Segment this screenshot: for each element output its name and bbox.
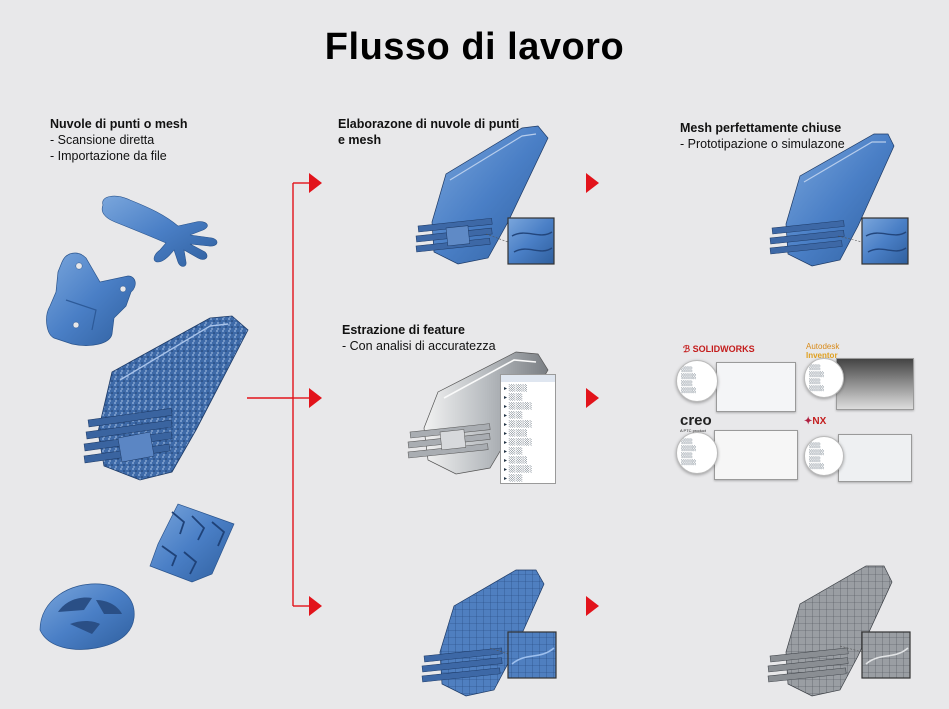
creo-logo-subtext: A PTC product	[680, 428, 707, 433]
solidworks-logo-text: SOLIDWORKS	[692, 344, 755, 354]
zoom-inset-top-middle	[507, 217, 555, 265]
inventor-screenshot	[836, 358, 914, 410]
creo-tree-zoom: ░░░░░░░░░░░░░░	[676, 432, 718, 474]
creo-logo: creo A PTC product	[680, 412, 712, 433]
processed-mesh-blade-image	[415, 125, 555, 265]
feature-tree-panel: ▸ ░░░░▸ ░░░▸ ░░░░░▸ ░░░ ▸ ░░░░░▸ ░░░░▸ ░…	[500, 374, 556, 484]
mesh-output-heading: Mesh perfettamente chiuse	[680, 121, 842, 135]
input-line-1: - Scansione diretta	[50, 133, 155, 147]
arrow-mid-2	[586, 388, 599, 408]
meshed-blade-bottom-image	[421, 569, 557, 697]
processing-section-label: Elaborazone di nuvole di punti e mesh	[338, 116, 519, 148]
closed-mesh-blade-image	[769, 133, 909, 267]
autodesk-logo-text: Autodesk	[806, 342, 840, 351]
feature-line-1: - Con analisi di accuratezza	[342, 339, 496, 353]
input-line-2: - Importazione da file	[50, 149, 167, 163]
input-section-label: Nuvole di punti o mesh - Scansione diret…	[50, 116, 188, 164]
arrow-top-2	[586, 173, 599, 193]
scanned-helmet-image	[39, 583, 135, 650]
input-heading: Nuvole di punti o mesh	[50, 117, 188, 131]
nx-tree-zoom: ░░░░░░░░░░░░░░	[804, 436, 844, 476]
scanned-tire-tread-image	[149, 503, 235, 583]
processing-heading-2: e mesh	[338, 133, 382, 147]
arrow-bottom-2	[586, 596, 599, 616]
connector-lines	[247, 182, 309, 607]
solidworks-screenshot	[716, 362, 796, 412]
autodesk-inventor-logo: Autodesk Inventor	[806, 342, 839, 360]
mesh-output-line-1: - Prototipazione o simulazone	[680, 137, 845, 151]
feature-section-label: Estrazione di feature - Con analisi di a…	[342, 322, 496, 354]
arrow-top-1	[309, 173, 322, 193]
nx-logo: ✦NX	[804, 416, 826, 427]
processing-heading-1: Elaborazone di nuvole di punti	[338, 117, 520, 131]
solidworks-logo: ℬ SOLIDWORKS	[683, 344, 755, 355]
nx-star-icon: ✦	[804, 416, 813, 427]
solidworks-ds-icon: ℬ	[683, 344, 691, 354]
inventor-logo-text: Inventor	[806, 351, 838, 360]
zoom-inset-top-right	[861, 217, 909, 265]
point-cloud-blade-image	[83, 315, 249, 481]
nx-screenshot	[838, 434, 912, 482]
nx-logo-text: NX	[812, 416, 827, 427]
arrow-mid-1	[309, 388, 322, 408]
arrow-bottom-1	[309, 596, 322, 616]
zoom-inset-bottom-middle	[507, 631, 557, 679]
scanned-bracket-image	[46, 252, 136, 346]
feature-heading: Estrazione di feature	[342, 323, 465, 337]
page-title: Flusso di lavoro	[324, 26, 625, 68]
arrowheads	[309, 173, 599, 616]
creo-logo-text: creo	[680, 412, 712, 429]
inventor-tree-zoom: ░░░░░░░░░░░░░░	[804, 358, 844, 398]
scanned-hand-image	[101, 195, 218, 267]
creo-screenshot	[714, 430, 798, 480]
solidworks-tree-zoom: ░░░░░░░░░░░░░░	[676, 360, 718, 402]
meshed-blade-grey-image	[767, 565, 911, 697]
mesh-output-section-label: Mesh perfettamente chiuse - Prototipazio…	[680, 120, 845, 152]
zoom-inset-bottom-right	[861, 631, 911, 679]
